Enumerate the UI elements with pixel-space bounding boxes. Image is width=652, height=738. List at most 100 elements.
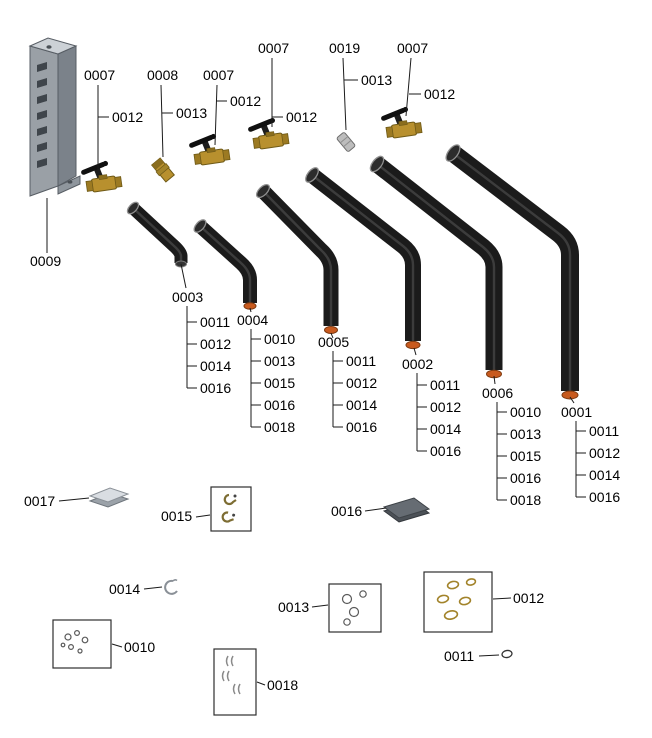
kit-leader-lines (332, 351, 343, 428)
kit-item-label: 0014 (430, 421, 461, 437)
kit-item-label: 0015 (510, 448, 541, 464)
pipe-end-fitting (405, 340, 421, 350)
kit-item-label: 0016 (430, 443, 461, 459)
kit-callout-0001: 0001 0011 0012 0014 0016 (561, 396, 620, 505)
oring-glyph (465, 578, 477, 586)
part-number-label: 0004 (237, 312, 268, 328)
kit-item-label: 0016 (510, 470, 541, 486)
kit-leader-lines (416, 373, 427, 452)
brass-fitting-part (151, 157, 175, 183)
leader-line (569, 396, 575, 404)
part-number-label: 0019 (329, 40, 360, 56)
callout-group-valve-1: 0007 0012 (84, 67, 143, 170)
grommet-glyph (341, 593, 353, 605)
part-number-label: 0013 (361, 72, 392, 88)
kit-item-label: 0012 (589, 445, 620, 461)
kit-item-label: 0012 (200, 336, 231, 352)
kit-callout-0003: 0003 0011 0012 0014 0016 (172, 263, 231, 396)
kit-item-label: 0011 (200, 314, 230, 330)
part-number-label: 0007 (397, 40, 428, 56)
bracket-hole (37, 94, 47, 104)
part-number-label: 0012 (286, 109, 317, 125)
kit-leader-lines (575, 421, 586, 498)
kit-item-label: 0010 (510, 404, 541, 420)
grommet-glyph (348, 606, 360, 618)
shim-plate-part (88, 487, 130, 508)
screw-kit-box (52, 619, 112, 669)
part-number-label: 0012 (424, 86, 455, 102)
leader-line (493, 375, 496, 385)
kit-item-label: 0018 (510, 492, 541, 508)
kit-item-label: 0016 (346, 419, 377, 435)
pipe-highlight (376, 163, 496, 370)
leader-line (330, 332, 334, 339)
callout-group-fitting-2: 0008 0013 (147, 67, 207, 158)
pipe-opening (255, 183, 271, 199)
pipe-highlight (311, 174, 415, 341)
tube-kit-box (213, 648, 257, 716)
kit-item-label: 0012 (346, 375, 377, 391)
leader-line (405, 57, 421, 117)
pipe-0005 (255, 183, 339, 334)
grommet-glyph (343, 618, 351, 626)
part-number-label: 0013 (176, 105, 207, 121)
bracket-top-face (28, 37, 78, 55)
bracket-hole (37, 158, 47, 168)
leader-line (413, 347, 417, 356)
leader-line (249, 307, 252, 313)
leader-line (180, 263, 187, 289)
leader-line (195, 514, 211, 518)
pipe-0001 (445, 144, 579, 400)
pipe-0004 (193, 219, 257, 310)
oring-glyph (446, 580, 460, 590)
kit-callout-0006: 0006 0010 0013 0015 0016 0018 (482, 375, 541, 508)
part-number-label: 0010 (124, 639, 155, 655)
oring-glyph (458, 596, 472, 606)
mounting-bracket-part (28, 37, 81, 197)
part-number-label: 0017 (24, 493, 55, 509)
bracket-hole (37, 126, 47, 136)
pipe-opening (369, 155, 385, 173)
kit-callout-0004: 0004 0010 0013 0015 0016 0018 (237, 307, 295, 435)
part-number-label: 0006 (482, 385, 513, 401)
part-number-label: 0012 (112, 109, 143, 125)
part-number-label: 0013 (278, 599, 309, 615)
pipe-highlight (452, 152, 572, 391)
kit-item-label: 0016 (264, 397, 295, 413)
leader-line (97, 85, 109, 170)
leader-line (342, 57, 358, 131)
kit-item-label: 0018 (264, 419, 295, 435)
kit-item-label: 0013 (510, 426, 541, 442)
part-number-label: 0018 (267, 677, 298, 693)
part-number-label: 0007 (203, 67, 234, 83)
callout-group-cylinder-5: 0019 0013 (329, 40, 392, 131)
pipe-0006 (369, 155, 503, 379)
bracket-hole (37, 142, 47, 152)
pipe-0002 (305, 167, 421, 350)
pipe-end-fitting (324, 326, 338, 334)
part-number-label: 0007 (84, 67, 115, 83)
callout-group-valve-3: 0007 0012 (203, 67, 261, 146)
bracket-foot-flange (57, 175, 81, 195)
screw-glyph (77, 648, 83, 654)
screw-glyph (81, 636, 89, 644)
kit-leader-lines (186, 306, 197, 389)
part-number-label: 0011 (444, 648, 474, 664)
tube-segment-glyph (221, 655, 241, 695)
part-number-label: 0007 (258, 40, 289, 56)
screw-glyph (60, 642, 66, 648)
kit-item-label: 0016 (589, 489, 620, 505)
leader-line (111, 643, 123, 648)
bracket-hole (67, 180, 73, 184)
bracket-hole (37, 110, 47, 120)
kit-item-label: 0014 (346, 397, 377, 413)
part-number-label: 0015 (161, 508, 192, 524)
bracket-side-face (57, 45, 77, 187)
leader-line (478, 654, 500, 657)
part-number-label: 0002 (402, 356, 433, 372)
grommet-glyph (359, 590, 367, 598)
pipe-opening (445, 144, 461, 162)
clip-glyph (221, 511, 236, 523)
oring-glyph (443, 610, 459, 620)
